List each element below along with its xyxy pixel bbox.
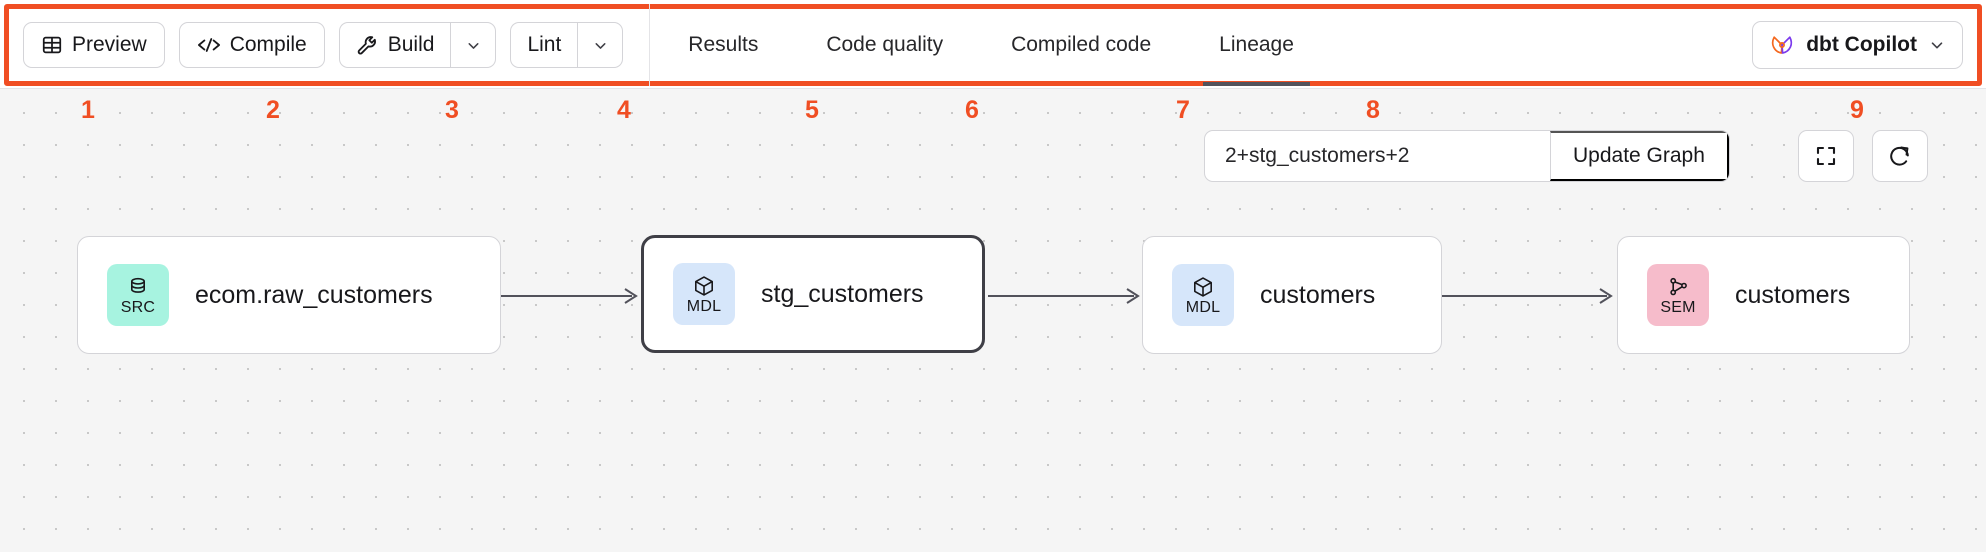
node-type-label: SRC [120,298,156,316]
cube-icon [1191,275,1215,299]
table-icon [41,34,63,56]
preview-button-label: Preview [72,33,147,56]
fullscreen-button[interactable] [1797,130,1854,182]
lineage-canvas[interactable]: Update Graph [0,88,1986,552]
chevron-down-icon [465,37,482,54]
lineage-node-src-raw-customers[interactable]: SRC ecom.raw_customers [77,236,501,354]
tab-code-quality-label: Code quality [826,33,944,56]
annotation-number-9: 9 [1850,96,1864,124]
lineage-node-sem-customers[interactable]: SEM customers [1617,236,1910,354]
tab-lineage[interactable]: Lineage [1203,4,1310,86]
annotation-number-4: 4 [617,96,631,124]
node-label: customers [1735,280,1851,309]
tab-lineage-label: Lineage [1219,33,1294,56]
preview-button[interactable]: Preview [23,22,165,68]
node-label: ecom.raw_customers [195,280,433,309]
tab-results-label: Results [688,33,759,56]
lint-button[interactable]: Lint [510,22,578,68]
tab-code-quality[interactable]: Code quality [810,4,959,86]
refresh-button[interactable] [1871,130,1928,182]
node-type-label: MDL [686,297,722,315]
node-type-label: MDL [1185,298,1221,316]
update-graph-button[interactable]: Update Graph [1550,131,1729,181]
lint-button-label: Lint [527,33,562,56]
lint-dropdown-button[interactable] [577,22,624,68]
edge-mdl-to-sem [1442,288,1613,304]
dbt-copilot-button[interactable]: dbt Copilot [1752,21,1963,69]
annotation-number-1: 1 [81,96,95,124]
annotation-number-3: 3 [445,96,459,124]
lineage-node-mdl-stg-customers[interactable]: MDL stg_customers [641,235,985,353]
graph-selector-input[interactable] [1205,131,1550,181]
annotation-number-6: 6 [965,96,979,124]
dbt-copilot-label: dbt Copilot [1806,33,1917,56]
dbt-sparkle-icon [1769,32,1795,58]
wrench-icon [356,34,379,57]
refresh-icon [1887,144,1912,169]
annotation-number-7: 7 [1176,96,1190,124]
node-label: stg_customers [761,279,924,308]
code-brackets-icon [197,34,221,56]
node-type-badge-src: SRC [107,264,169,326]
semantic-graph-icon [1666,275,1690,299]
chevron-down-icon [1928,36,1946,54]
edge-src-to-stg [501,288,638,304]
toolbar-annotated-region: Preview Compile [4,4,1982,86]
cube-icon [692,274,716,298]
graph-selector-group: Update Graph [1204,130,1730,182]
annotation-number-8: 8 [1366,96,1380,124]
fullscreen-icon [1814,144,1838,168]
update-graph-label: Update Graph [1573,144,1705,167]
annotation-number-2: 2 [266,96,280,124]
compile-button-label: Compile [229,33,307,56]
tab-results[interactable]: Results [672,4,774,86]
node-type-label: SEM [1660,298,1696,316]
chevron-down-icon [592,37,609,54]
tab-bar: Results Code quality Compiled code Linea… [672,4,1310,86]
node-type-badge-mdl: MDL [1172,264,1234,326]
edge-stg-to-mdl [988,288,1140,304]
graph-controls: Update Graph [1204,130,1928,182]
build-button[interactable]: Build [338,22,451,68]
build-split-button: Build [338,22,497,68]
compile-button[interactable]: Compile [178,22,325,68]
build-button-label: Build [387,33,435,56]
toolbar: Preview Compile [9,4,1977,86]
tab-compiled-code[interactable]: Compiled code [995,4,1167,86]
annotation-number-5: 5 [805,96,819,124]
toolbar-divider [649,4,651,86]
node-label: customers [1260,280,1376,309]
lint-split-button: Lint [510,22,624,68]
node-type-badge-mdl: MDL [673,263,735,325]
tab-compiled-code-label: Compiled code [1011,33,1152,56]
database-icon [126,275,150,299]
node-type-badge-sem: SEM [1647,264,1709,326]
lineage-node-mdl-customers[interactable]: MDL customers [1142,236,1442,354]
build-dropdown-button[interactable] [450,22,497,68]
